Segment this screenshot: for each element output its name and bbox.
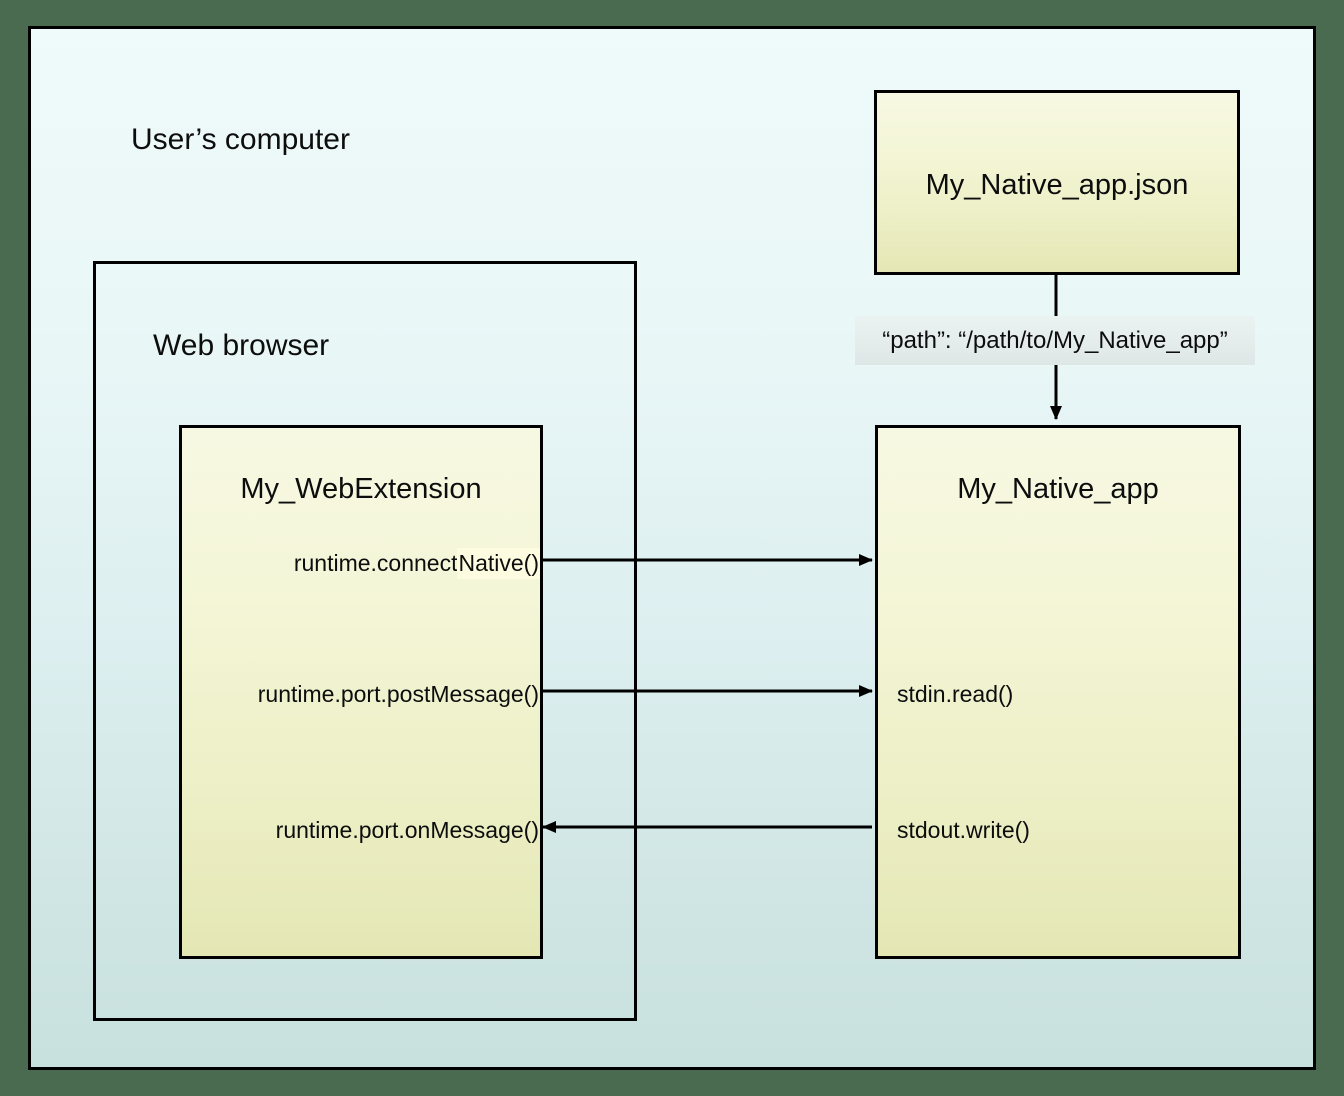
manifest-box[interactable]: My_Native_app.json [874, 90, 1240, 275]
manifest-box-title: My_Native_app.json [925, 169, 1189, 201]
web-browser-frame [93, 261, 637, 1021]
users-computer-label: User’s computer [131, 123, 350, 156]
web-extension-box-title: My_WebExtension [240, 473, 482, 505]
api-label-connect-native-highlight: Native() [457, 548, 540, 579]
api-label-on-message[interactable]: runtime.port.onMessage() [275, 817, 539, 843]
native-app-box-title: My_Native_app [957, 473, 1159, 505]
api-label-connect-native[interactable]: runtime.connectNative() [293, 548, 540, 579]
native-app-box[interactable]: My_Native_app stdin.read() stdout.write(… [875, 425, 1241, 959]
api-label-post-message[interactable]: runtime.port.postMessage() [257, 681, 539, 707]
io-label-stdin-read[interactable]: stdin.read() [897, 681, 1014, 707]
web-extension-box[interactable]: My_WebExtension runtime.connectNative() … [179, 425, 543, 959]
diagram-canvas: User’s computer Web browser My_Native_ap… [28, 26, 1316, 1070]
api-label-connect-native-plain: runtime.connect [293, 550, 458, 576]
web-browser-label: Web browser [153, 329, 330, 362]
io-label-stdout-write[interactable]: stdout.write() [897, 817, 1030, 843]
manifest-path-caption: “path”: “/path/to/My_Native_app” [855, 316, 1255, 365]
